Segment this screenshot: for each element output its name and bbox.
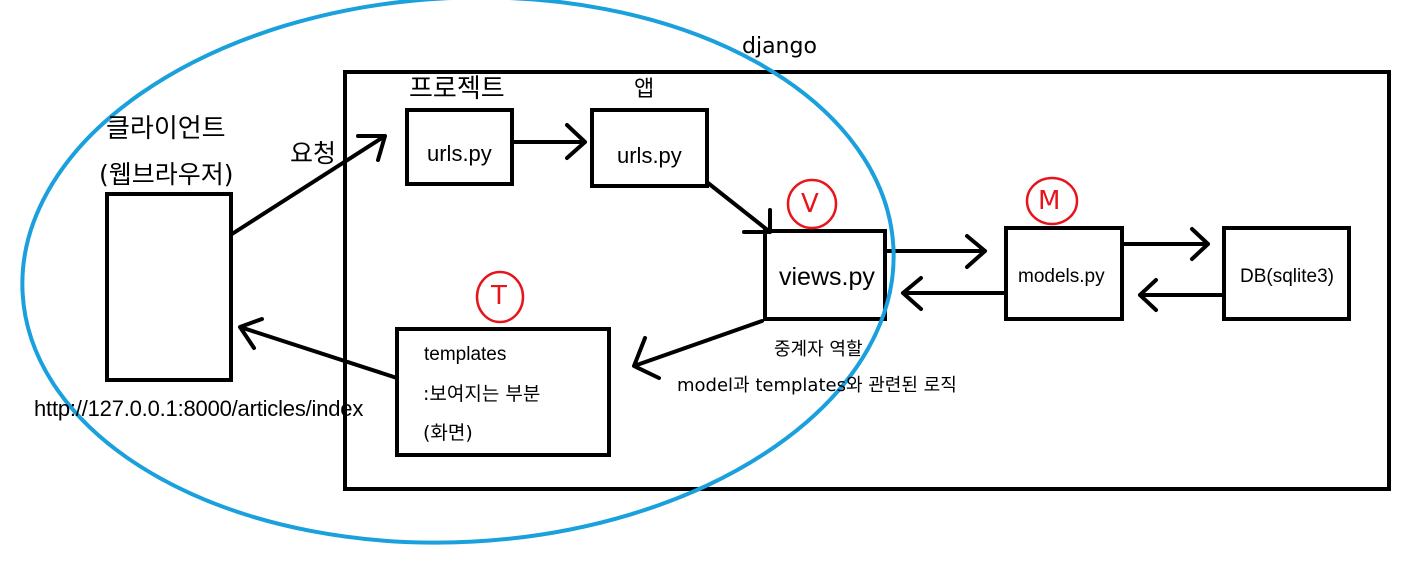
v-circle (786, 178, 838, 230)
t-circle (475, 270, 525, 324)
client-subtitle: (웹브라우저) (99, 160, 234, 189)
models-label: models.py (1018, 266, 1105, 287)
m-mark: M (1038, 186, 1061, 216)
models-to-db-arrow (1121, 227, 1210, 261)
client-title: 클라이언트 (106, 114, 226, 144)
project-label: 프로젝트 (409, 74, 505, 104)
app-label: 앱 (634, 77, 655, 102)
project-urls-box (405, 108, 514, 186)
views-to-models-arrow (884, 234, 987, 269)
templates-to-browser-arrow (238, 317, 399, 380)
v-mark: V (801, 189, 819, 219)
views-note-role: 중계자 역할 (774, 339, 863, 360)
browser-box (105, 192, 233, 382)
views-box (763, 229, 887, 321)
app-to-views-arrow (706, 181, 772, 234)
client-url: http://127.0.0.1:8000/articles/index (34, 396, 364, 421)
request-label: 요청 (290, 139, 337, 168)
views-label: views.py (779, 263, 875, 291)
templates-desc: :보여지는 부분 (423, 383, 541, 405)
templates-screen: (화면) (423, 422, 473, 444)
models-box (1004, 226, 1124, 321)
client-scope-ellipse (20, 0, 896, 545)
views-to-templates-arrow (632, 319, 764, 380)
urls-to-app-arrow (510, 123, 587, 160)
request-arrow (230, 134, 387, 236)
models-to-views-arrow (901, 276, 1007, 311)
t-mark: T (491, 281, 507, 311)
db-box (1222, 226, 1351, 321)
templates-box (395, 327, 611, 457)
app-urls-box (590, 108, 709, 188)
app-urls-label: urls.py (617, 143, 682, 168)
db-to-models-arrow (1138, 278, 1224, 312)
project-urls-label: urls.py (427, 141, 492, 166)
django-container (343, 70, 1391, 491)
views-note-logic: model과 templates와 관련된 로직 (677, 375, 957, 396)
m-circle (1025, 176, 1079, 226)
templates-label: templates (424, 344, 507, 365)
django-label: django (742, 34, 817, 59)
db-label: DB(sqlite3) (1240, 266, 1334, 287)
